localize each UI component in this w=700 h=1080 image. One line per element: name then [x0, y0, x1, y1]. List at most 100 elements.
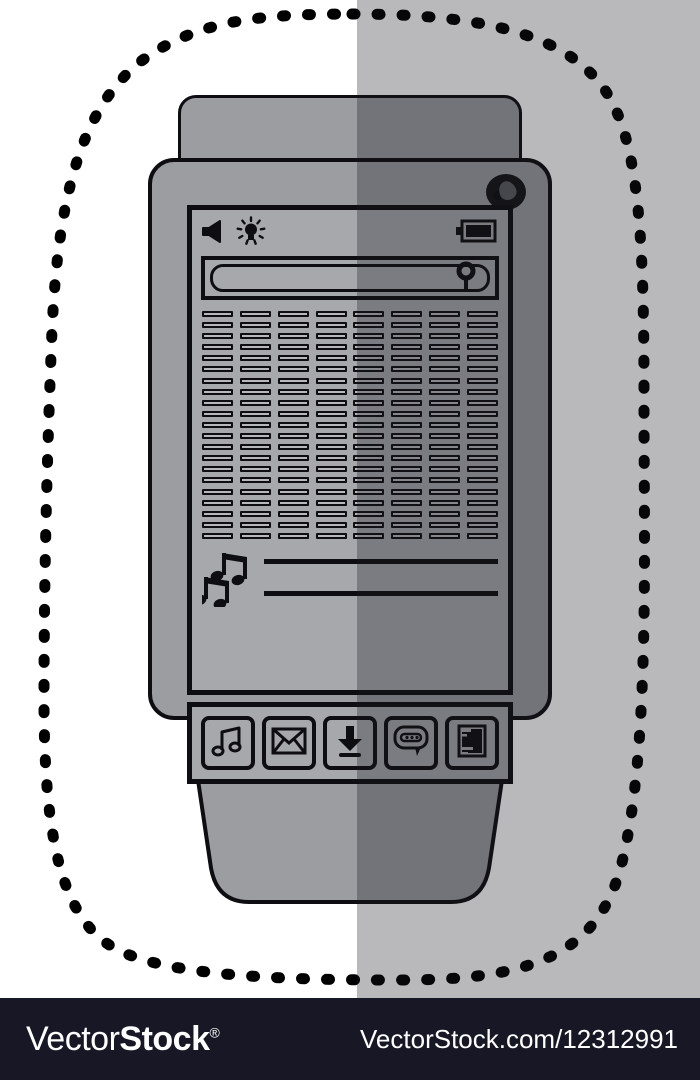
- equalizer-segment: [277, 311, 309, 317]
- equalizer-segment: [466, 410, 498, 417]
- app-tile-photos[interactable]: [444, 716, 499, 770]
- equalizer-segment: [277, 333, 309, 340]
- brightness-bulb-icon[interactable]: [236, 215, 266, 251]
- equalizer-segment: [202, 311, 233, 317]
- equalizer-segment: [429, 311, 461, 317]
- equalizer-column[interactable]: [466, 311, 498, 539]
- equalizer-column[interactable]: [353, 311, 385, 539]
- equalizer-column[interactable]: [202, 311, 233, 539]
- download-arrow-icon: [335, 724, 365, 763]
- equalizer-segment: [391, 488, 423, 495]
- equalizer-segment: [466, 399, 498, 406]
- equalizer-segment: [429, 421, 461, 428]
- equalizer-segment: [429, 466, 461, 473]
- equalizer-segment: [429, 488, 461, 495]
- equalizer-segment: [391, 410, 423, 417]
- vectorstock-logo: VectorStock®: [26, 1020, 220, 1059]
- equalizer-column[interactable]: [277, 311, 309, 539]
- equalizer-segment: [391, 455, 423, 462]
- equalizer-segment: [315, 488, 347, 495]
- app-tile-mail[interactable]: [262, 716, 317, 770]
- equalizer-segment: [391, 322, 423, 329]
- search-input[interactable]: [210, 261, 490, 292]
- footer-bar: VectorStock® VectorStock.com/12312991: [0, 998, 700, 1080]
- equalizer-segment: [202, 377, 233, 384]
- equalizer-segment: [239, 488, 271, 495]
- equalizer-segment: [277, 433, 309, 440]
- equalizer-segment: [391, 366, 423, 373]
- equalizer-segment: [239, 421, 271, 428]
- equalizer-segment: [315, 344, 347, 351]
- app-tile-messages[interactable]: [383, 716, 438, 770]
- equalizer-segment: [353, 499, 385, 506]
- app-tile-downloads[interactable]: [322, 716, 377, 770]
- speaker-volume-icon[interactable]: [200, 218, 230, 249]
- equalizer-segment: [466, 366, 498, 373]
- search-bar[interactable]: [201, 256, 499, 300]
- equalizer-segment: [239, 433, 271, 440]
- equalizer-column[interactable]: [315, 311, 347, 539]
- equalizer-segment: [315, 410, 347, 417]
- status-bar-left: [200, 215, 266, 251]
- equalizer-segment: [315, 322, 347, 329]
- equalizer-segment: [429, 333, 461, 340]
- track-line[interactable]: [264, 559, 498, 564]
- equalizer-segment: [239, 466, 271, 473]
- equalizer-segment: [202, 355, 233, 362]
- app-tile-music[interactable]: [201, 716, 256, 770]
- equalizer-segment: [353, 455, 385, 462]
- equalizer-segment: [429, 521, 461, 528]
- equalizer-segment: [466, 333, 498, 340]
- equalizer-segment: [202, 455, 233, 462]
- equalizer-segment: [277, 388, 309, 395]
- app-dock: [187, 702, 513, 784]
- equalizer-segment: [202, 333, 233, 340]
- equalizer-column[interactable]: [391, 311, 423, 539]
- equalizer-column[interactable]: [429, 311, 461, 539]
- equalizer-segment: [391, 311, 423, 317]
- equalizer-segment: [315, 388, 347, 395]
- equalizer-segment: [202, 399, 233, 406]
- equalizer-segment: [315, 510, 347, 517]
- equalizer-segment: [466, 455, 498, 462]
- equalizer-segment: [277, 421, 309, 428]
- equalizer-segment: [391, 333, 423, 340]
- equalizer-segment: [353, 433, 385, 440]
- equalizer-segment: [239, 399, 271, 406]
- watch-screen: [187, 205, 513, 695]
- equalizer-segment: [391, 433, 423, 440]
- equalizer-segment: [391, 532, 423, 539]
- equalizer-segment: [466, 510, 498, 517]
- equalizer-segment: [315, 444, 347, 451]
- equalizer-segment: [202, 388, 233, 395]
- equalizer-segment: [353, 510, 385, 517]
- equalizer-segment: [466, 499, 498, 506]
- mail-envelope-icon: [271, 727, 307, 760]
- equalizer-segment: [277, 466, 309, 473]
- equalizer[interactable]: [202, 311, 498, 539]
- equalizer-segment: [429, 355, 461, 362]
- equalizer-segment: [353, 322, 385, 329]
- status-bar-right: [454, 218, 498, 249]
- equalizer-segment: [277, 510, 309, 517]
- equalizer-segment: [391, 399, 423, 406]
- equalizer-segment: [429, 388, 461, 395]
- equalizer-segment: [202, 466, 233, 473]
- equalizer-segment: [353, 532, 385, 539]
- equalizer-segment: [315, 366, 347, 373]
- equalizer-segment: [277, 366, 309, 373]
- search-magnifier-icon[interactable]: [455, 261, 477, 296]
- equalizer-segment: [429, 510, 461, 517]
- equalizer-segment: [429, 532, 461, 539]
- equalizer-segment: [239, 311, 271, 317]
- battery-icon[interactable]: [454, 218, 498, 249]
- equalizer-segment: [353, 477, 385, 484]
- equalizer-segment: [466, 421, 498, 428]
- track-line[interactable]: [264, 591, 498, 596]
- equalizer-segment: [277, 488, 309, 495]
- equalizer-segment: [277, 410, 309, 417]
- equalizer-segment: [277, 444, 309, 451]
- equalizer-segment: [429, 377, 461, 384]
- equalizer-segment: [202, 499, 233, 506]
- equalizer-column[interactable]: [239, 311, 271, 539]
